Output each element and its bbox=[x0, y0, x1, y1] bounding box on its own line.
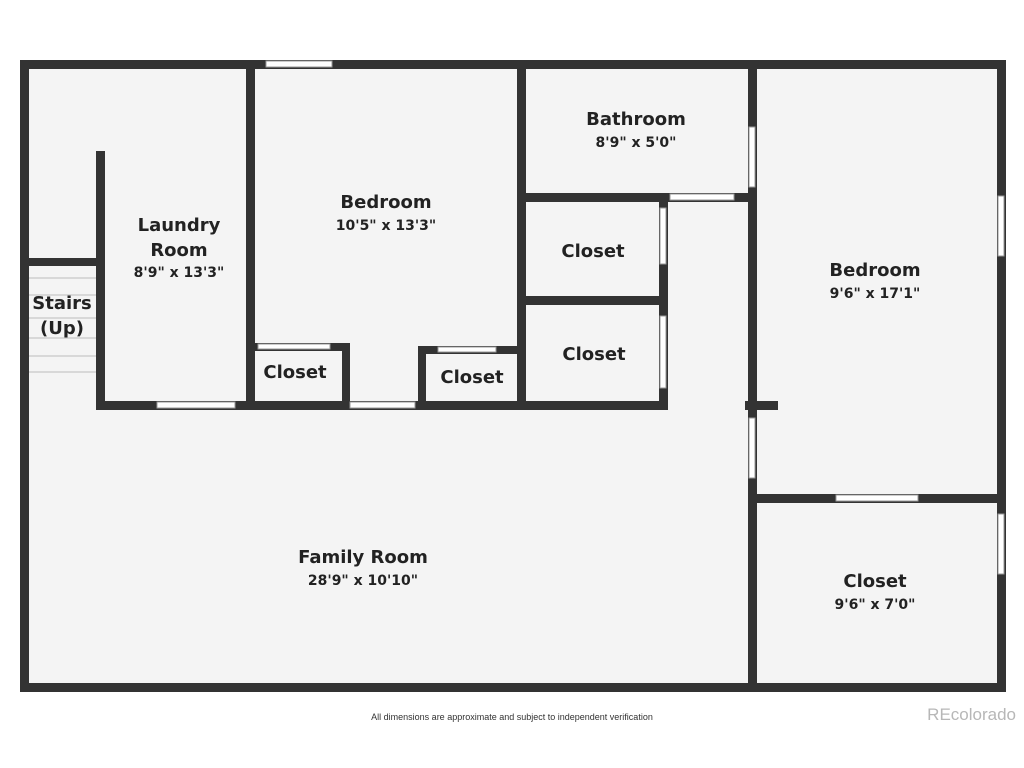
laundry-dims: 8'9" x 13'3" bbox=[134, 265, 225, 281]
floor-area bbox=[20, 60, 1005, 690]
closet-e-name: Closet bbox=[843, 571, 907, 592]
bedroom1-dims: 10'5" x 13'3" bbox=[336, 218, 436, 234]
closet-d-name: Closet bbox=[562, 344, 626, 365]
disclaimer-text: All dimensions are approximate and subje… bbox=[371, 712, 653, 722]
watermark-logo: REcolorado bbox=[927, 705, 1016, 724]
stair-treads bbox=[29, 277, 96, 373]
closet-b-name: Closet bbox=[440, 367, 504, 388]
bedroom2-dims: 9'6" x 17'1" bbox=[830, 286, 921, 302]
closet-e-dims: 9'6" x 7'0" bbox=[835, 597, 916, 613]
floor-plan: Laundry Room 8'9" x 13'3" Bedroom 10'5" … bbox=[20, 60, 1006, 692]
bedroom2-name: Bedroom bbox=[829, 260, 920, 281]
laundry-name-line1: Laundry bbox=[138, 215, 221, 236]
bedroom1-name: Bedroom bbox=[340, 192, 431, 213]
family-room-dims: 28'9" x 10'10" bbox=[308, 573, 418, 589]
laundry-name-line2: Room bbox=[150, 240, 207, 261]
bathroom-name: Bathroom bbox=[586, 109, 686, 130]
bathroom-dims: 8'9" x 5'0" bbox=[596, 135, 677, 151]
stairs-name-line2: (Up) bbox=[40, 318, 84, 339]
closet-c-name: Closet bbox=[561, 241, 625, 262]
family-room-name: Family Room bbox=[298, 547, 428, 568]
openings bbox=[156, 60, 1005, 575]
stairs-name-line1: Stairs bbox=[32, 293, 91, 314]
closet-a-name: Closet bbox=[263, 362, 327, 383]
